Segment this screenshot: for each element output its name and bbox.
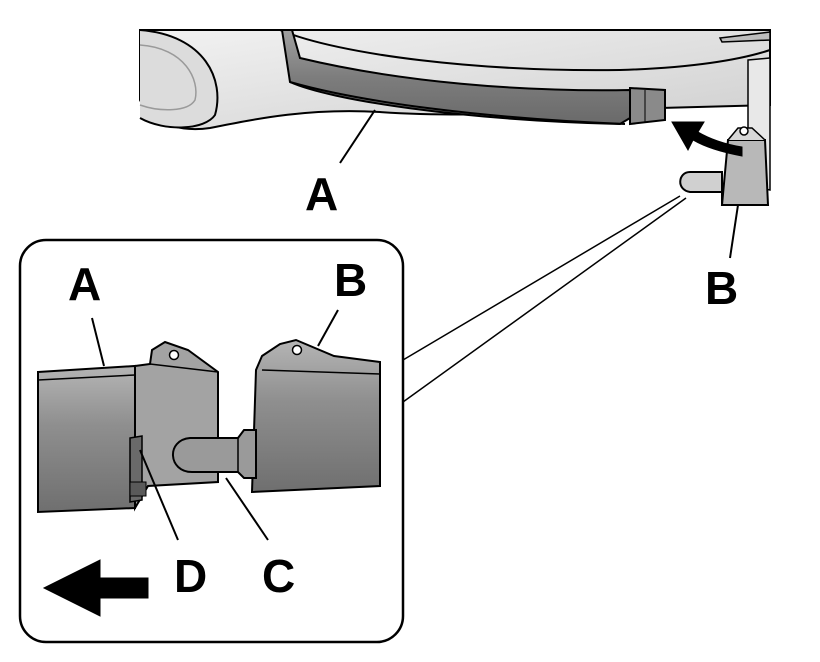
label-detail-c: C [262,550,295,602]
trim-panel-detail [37,340,219,514]
mounting-hole-b [291,344,303,356]
leader-line-detail-b [317,309,339,347]
clip-detail [172,338,381,494]
label-main-b: B [705,262,738,314]
arrow-curved-up-left-icon [671,121,743,157]
zoom-line-upper [402,195,681,361]
mounting-hole-a [168,349,180,361]
leader-line-detail-c [225,477,269,541]
label-detail-d: D [174,550,207,602]
label-main-a: A [305,168,338,220]
arrow-left-icon [42,559,149,617]
leader-line-detail-d [139,449,179,541]
detail-inset: A B D C [18,238,405,644]
leader-line-main-b [729,204,739,259]
leader-line-main-a [339,109,376,164]
label-detail-a: A [68,258,101,310]
zoom-line-lower [402,197,687,403]
lower-trim-panel-main [280,29,666,126]
clip-part-main [679,126,770,206]
leader-line-detail-a [91,317,105,367]
label-detail-b: B [334,254,367,306]
